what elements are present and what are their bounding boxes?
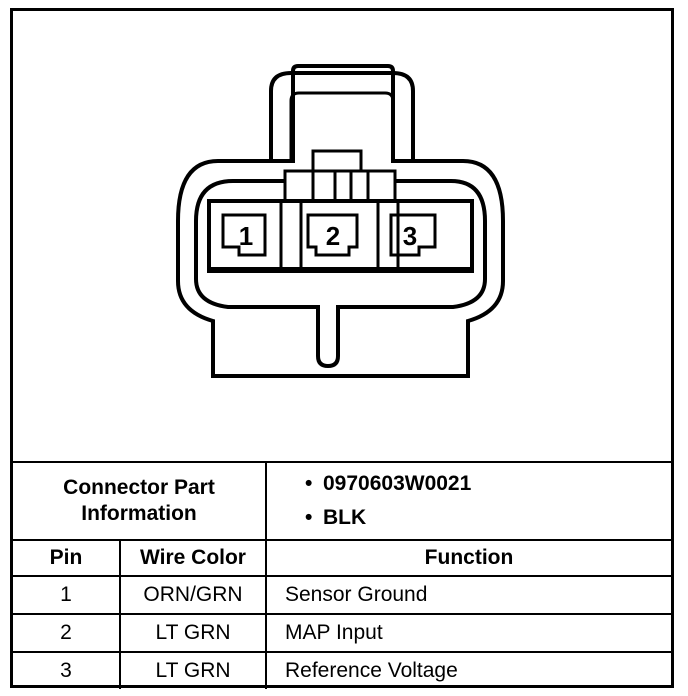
pin-cavity-2: 2 [306, 213, 359, 257]
pin-cavity-3: 3 [389, 213, 437, 257]
cell-function: Reference Voltage [265, 651, 671, 689]
cell-wire-color: ORN/GRN [119, 575, 267, 615]
part-info-label: Connector Part Information [13, 461, 267, 541]
connector-inner-rim [194, 179, 487, 369]
connector-frame: 1 2 3 Connector Part Information •0 [10, 8, 674, 689]
cell-pin: 1 [13, 575, 121, 615]
cell-function: MAP Input [265, 613, 671, 653]
connector-diagram: 1 2 3 [13, 11, 671, 461]
part-info-row: Connector Part Information •0970603W0021… [13, 461, 671, 541]
cell-function: Sensor Ground [265, 575, 671, 615]
connector-info-table: Connector Part Information •0970603W0021… [13, 461, 671, 689]
connector-cavity-area [207, 199, 474, 273]
table-row: 2 LT GRN MAP Input [13, 613, 671, 653]
connector-latch-base [283, 169, 397, 203]
table-header-row: Pin Wire Color Function [13, 539, 671, 577]
cell-pin: 2 [13, 613, 121, 653]
header-pin: Pin [13, 539, 121, 577]
cell-pin: 3 [13, 651, 121, 689]
pin-label-2: 2 [326, 221, 340, 251]
connector-lock-tab-inner [289, 91, 395, 161]
cell-wire-color: LT GRN [119, 613, 267, 653]
connector-face-drawing: 1 2 3 [176, 64, 505, 378]
header-wire-color: Wire Color [119, 539, 267, 577]
connector-lock-tab [269, 71, 415, 161]
part-info-item: •BLK [305, 506, 367, 529]
header-function: Function [265, 539, 671, 577]
table-row: 3 LT GRN Reference Voltage [13, 651, 671, 689]
table-row: 1 ORN/GRN Sensor Ground [13, 575, 671, 615]
cell-wire-color: LT GRN [119, 651, 267, 689]
part-info-values: •0970603W0021 •BLK [265, 461, 671, 541]
pin-label-1: 1 [239, 221, 253, 251]
connector-housing-outline [176, 64, 505, 378]
part-info-item: •0970603W0021 [305, 472, 472, 495]
pin-label-3: 3 [403, 221, 417, 251]
pin-cavity-1: 1 [221, 213, 267, 257]
